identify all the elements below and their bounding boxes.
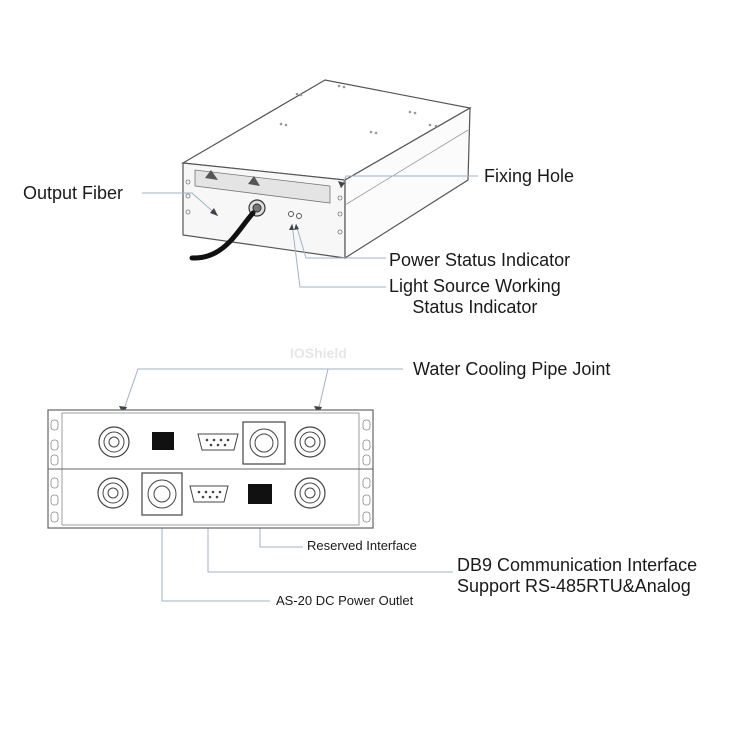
water-joint-left-lower [97,477,129,509]
label-light-source-line1: Light Source Working [389,276,561,296]
as20-power-outlet [141,472,183,516]
label-light-source-indicator: Light Source Working Status Indicator [389,276,561,317]
box-right-side [344,106,471,260]
light-source-indicator-led [296,213,302,219]
upper-db9-port [197,433,239,451]
upper-black-port [152,432,174,450]
reserved-interface-port [248,484,272,504]
rear-panel-view [47,409,374,529]
water-joint-right-lower [294,477,326,509]
top-leader-lines [122,175,478,602]
water-joint-right-upper [294,426,326,458]
label-db9-line2: Support RS-485RTU&Analog [457,575,691,596]
output-fiber-cable [189,210,256,261]
label-fixing-hole: Fixing Hole [484,166,575,186]
watermark-brand: IOShield [290,345,347,361]
upper-square-connector [242,421,286,465]
label-as20-power-outlet: AS-20 DC Power Outlet [276,593,414,608]
label-reserved-interface: Reserved Interface [307,538,417,553]
power-status-indicator-led [288,211,294,217]
label-power-status-indicator: Power Status Indicator [389,250,571,270]
label-water-cooling-pipe-joint: Water Cooling Pipe Joint [413,359,611,379]
label-plate [194,169,331,204]
label-output-fiber: Output Fiber [23,183,124,203]
label-db9-communication: DB9 Communication Interface Support RS-4… [457,555,697,596]
laser-module-top-view [181,79,472,261]
label-db9-line1: DB9 Communication Interface [457,555,698,575]
label-light-source-line2: Status Indicator [412,296,538,317]
lower-db9-port [189,485,229,503]
water-joint-left-upper [98,426,130,458]
